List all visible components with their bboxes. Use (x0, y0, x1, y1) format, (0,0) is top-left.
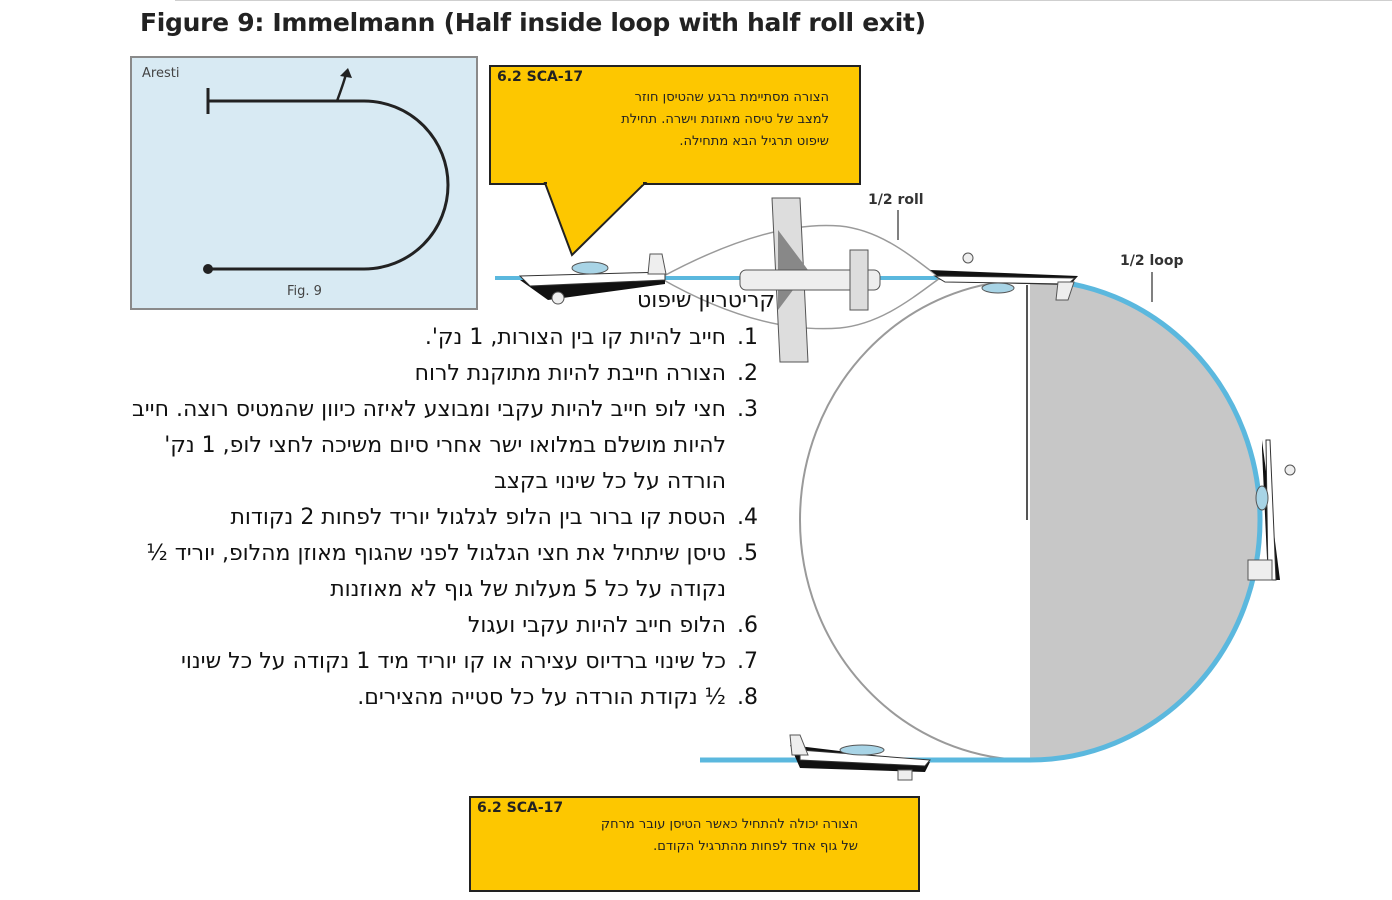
half-loop-label: 1/2 loop (1120, 253, 1184, 269)
plane-entry-icon (789, 734, 932, 781)
roll-envelope-top (659, 224, 941, 279)
criteria-item-4: הטסת קו ברור בין הלופ לגלגול יוריד לפחות… (100, 500, 730, 536)
half-loop-fill (1030, 280, 1260, 760)
judging-criteria: קריטריון שיפוט חייב להיות קו בין הצורות,… (100, 284, 775, 716)
callout-top-text: הצורה מסתיימת ברגע שהטיסן חוזר למצב של ט… (621, 90, 829, 149)
callout-bottom: 6.2 SCA-17 הצורה יכולה להתחיל כאשר הטיסן… (469, 796, 920, 892)
criteria-item-2: הצורה חייבת להיות מתוקנת לרוח (100, 356, 730, 392)
top-rule (175, 0, 1392, 1)
criteria-list: חייב להיות קו בין הצורות, 1 נק'. הצורה ח… (100, 320, 775, 716)
aresti-label: Aresti (142, 66, 180, 81)
callout-top: 6.2 SCA-17 הצורה מסתיימת ברגע שהטיסן חוז… (489, 65, 861, 185)
plane-exit-icon (518, 253, 667, 305)
criteria-item-8: ½ נקודת הורדה על כל סטייה מהצירים. (100, 680, 730, 716)
half-loop-path (1029, 277, 1263, 763)
plane-inverted-icon (930, 252, 1078, 301)
aresti-arrow-head (340, 68, 352, 78)
callout-bottom-text: הצורה יכולה להתחיל כאשר הטיסן עובר מרחק … (600, 817, 858, 854)
aresti-box: Aresti (130, 56, 478, 310)
aresti-start-dot (203, 264, 213, 274)
aresti-roll-arrow (335, 73, 348, 102)
plane-vertical-icon (1247, 439, 1296, 581)
criteria-item-7: כל שינוי ברדיוס עצירה או קו יוריד מיד 1 … (100, 644, 730, 680)
plane-rolling-icon (739, 197, 881, 363)
fig-label: Fig. 9 (287, 284, 322, 299)
full-loop-outline (799, 279, 1031, 761)
aresti-figure (203, 68, 450, 274)
callout-bottom-tag: 6.2 SCA-17 (477, 800, 564, 816)
roll-envelope-bottom (659, 277, 941, 330)
figure-title: Figure 9: Immelmann (Half inside loop wi… (140, 8, 926, 37)
criteria-item-1: חייב להיות קו בין הצורות, 1 נק'. (100, 320, 730, 356)
half-roll-label: 1/2 roll (868, 192, 924, 208)
criteria-item-6: הלופ חייב להיות עקבי ועגול (100, 608, 730, 644)
aresti-loop-path (208, 99, 450, 271)
criteria-heading: קריטריון שיפוט (636, 288, 775, 313)
callout-top-tag: 6.2 SCA-17 (497, 69, 584, 85)
criteria-item-3: חצי לופ חייב להיות עקבי ומבוצע לאיזה כיו… (100, 392, 730, 500)
criteria-item-5: טיסן שיתחיל את חצי הגלגול לפני שהגוף מאו… (100, 536, 730, 608)
